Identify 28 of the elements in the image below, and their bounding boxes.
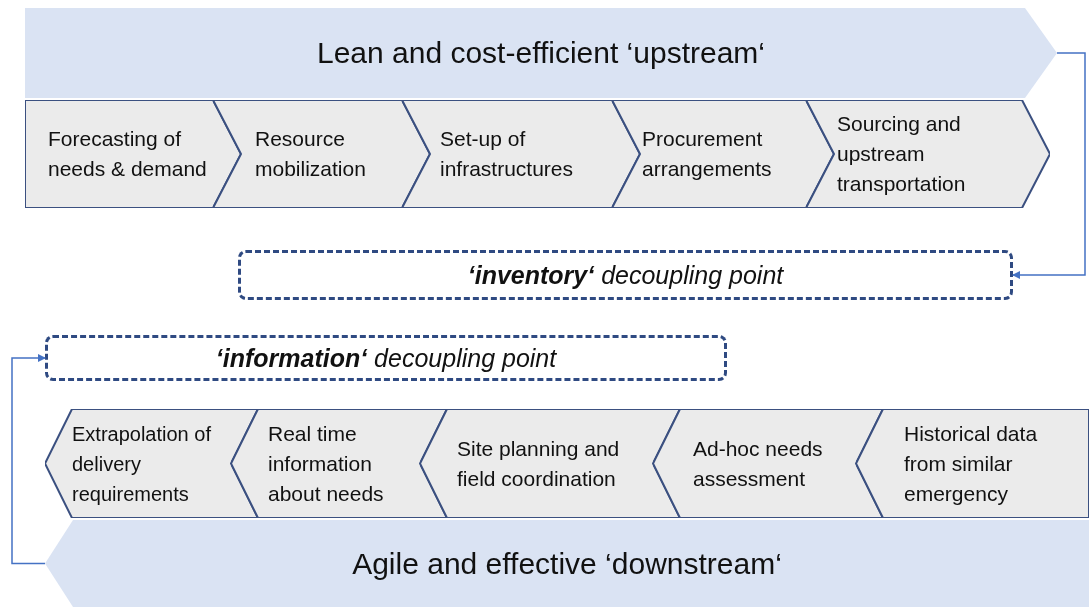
chevron-step <box>420 409 680 518</box>
decoupling-label: ‘information‘ decoupling point <box>215 343 557 373</box>
step-label: Extrapolation of delivery requirements <box>72 421 212 507</box>
step-label: Ad-hoc needs assessment <box>693 435 824 492</box>
decoupling-label: ‘inventory‘ decoupling point <box>467 260 784 290</box>
connector-arrow <box>1012 52 1086 279</box>
dashed-box <box>45 335 727 381</box>
chevron-step <box>653 409 883 518</box>
chevron-step <box>213 100 430 208</box>
chevron-step <box>856 409 1089 518</box>
banner-title: Agile and effective ‘downstream‘ <box>351 545 783 582</box>
chevron-step <box>25 100 241 208</box>
step-label: Historical data from similar emergency <box>904 420 1039 507</box>
chevron-step <box>612 100 834 208</box>
step-label: Procurement arrangements <box>642 126 773 182</box>
step-label: Site planning and field coordination <box>457 435 621 492</box>
step-label: Real time information about needs <box>268 420 385 507</box>
step-label: Resource mobilization <box>255 126 367 182</box>
connector-arrow <box>11 354 46 565</box>
dashed-box <box>238 250 1013 300</box>
chevron-step <box>402 100 640 208</box>
chevron-step <box>806 100 1050 208</box>
step-label: Set-up of infrastructures <box>440 126 575 182</box>
chevron-step <box>45 409 258 518</box>
banner-title: Lean and cost-efficient ‘upstream‘ <box>315 35 766 71</box>
chevron-step <box>231 409 447 518</box>
step-label: Forecasting of needs & demand <box>48 126 208 182</box>
step-label: Sourcing and upstream transportation <box>837 111 967 197</box>
